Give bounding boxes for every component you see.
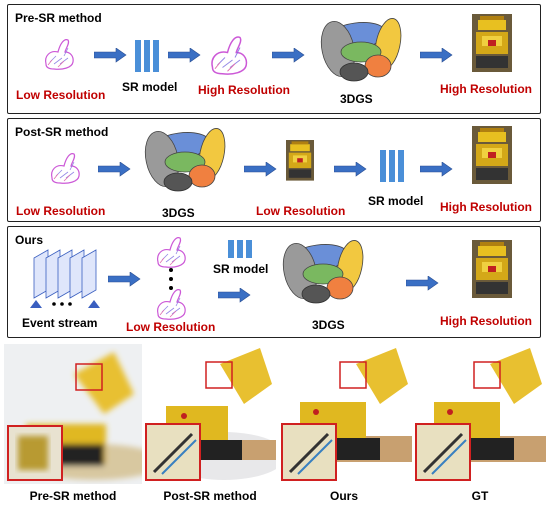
3dgs-gaussians-icon (278, 237, 368, 304)
label-high-resolution: High Resolution (440, 314, 532, 328)
pre-sr-result-image (4, 344, 142, 484)
post-sr-result-image (144, 344, 276, 484)
caption-ours: Ours (329, 489, 358, 503)
arrow-icon (244, 162, 277, 177)
event-stream-icon (30, 249, 100, 308)
arrow-icon (272, 48, 305, 63)
label-low-resolution: Low Resolution (256, 204, 346, 218)
high-res-lego-icon (472, 240, 512, 298)
3dgs-gaussians-icon (140, 125, 230, 192)
low-res-lego-icon (286, 140, 314, 181)
label-sr-model: SR model (213, 262, 269, 276)
high-res-rabbit-icon (211, 36, 248, 75)
low-res-rabbit-icon (51, 153, 80, 184)
arrow-icon (98, 162, 131, 177)
panel-title-ours: Ours (15, 233, 44, 247)
high-res-lego-icon (472, 126, 512, 184)
label-sr-model: SR model (368, 194, 424, 208)
3dgs-gaussians-icon (316, 15, 406, 82)
label-low-resolution: Low Resolution (126, 320, 216, 334)
label-event-stream: Event stream (22, 316, 98, 330)
sr-model-icon (228, 240, 252, 258)
label-low-resolution: Low Resolution (16, 88, 106, 102)
ours-result-image (280, 344, 412, 484)
arrow-icon (406, 276, 439, 291)
arrow-icon (420, 162, 453, 177)
arrow-icon (218, 288, 251, 303)
ellipsis-dots-icon (169, 268, 173, 290)
label-3dgs: 3DGS (312, 318, 345, 332)
label-high-resolution: High Resolution (440, 200, 532, 214)
label-3dgs: 3DGS (162, 206, 195, 220)
pre-sr-panel (7, 4, 541, 114)
high-res-lego-icon (472, 14, 512, 72)
sr-model-icon (380, 150, 404, 182)
label-high-resolution: High Resolution (198, 83, 290, 97)
sr-model-icon (135, 40, 159, 72)
arrow-icon (420, 48, 453, 63)
panel-title-post-sr: Post-SR method (15, 125, 109, 139)
low-res-rabbit-icon (45, 39, 74, 70)
caption-gt: GT (471, 489, 489, 503)
caption-pre-sr: Pre-SR method (29, 489, 117, 503)
arrow-icon (108, 272, 141, 287)
arrow-icon (334, 162, 367, 177)
panel-title-pre-sr: Pre-SR method (15, 11, 102, 25)
label-low-resolution: Low Resolution (16, 204, 106, 218)
label-sr-model: SR model (122, 80, 178, 94)
gt-image (414, 344, 546, 484)
caption-post-sr: Post-SR method (163, 489, 257, 503)
label-high-resolution: High Resolution (440, 82, 532, 96)
arrow-icon (94, 48, 127, 63)
label-3dgs: 3DGS (340, 92, 373, 106)
arrow-icon (168, 48, 201, 63)
